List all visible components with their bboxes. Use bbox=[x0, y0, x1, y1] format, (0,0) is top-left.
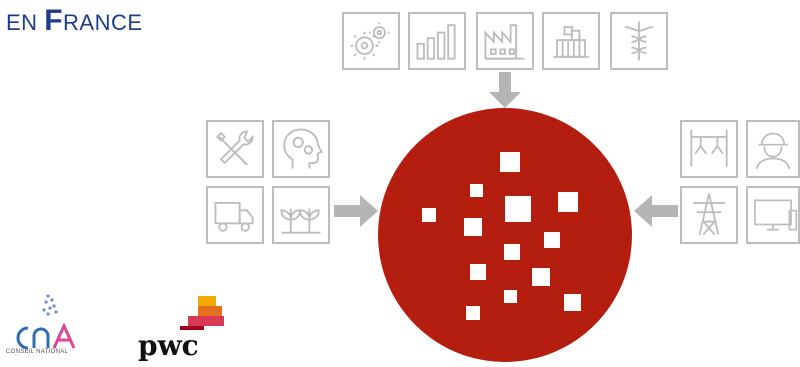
bar-chart-icon bbox=[408, 12, 466, 70]
cna-logo-text: CONSEIL NATIONAL bbox=[6, 349, 69, 355]
central-circle bbox=[378, 108, 632, 362]
square-mark bbox=[470, 184, 483, 197]
truck-icon bbox=[206, 186, 264, 244]
title-rest: RANCE bbox=[63, 10, 143, 35]
page-title: EN FRANCE bbox=[6, 4, 143, 38]
square-mark bbox=[532, 268, 550, 286]
square-mark bbox=[504, 244, 520, 260]
factory-icon bbox=[476, 12, 534, 70]
plants-icon bbox=[272, 186, 330, 244]
square-mark bbox=[505, 196, 531, 222]
pwc-logo-mark bbox=[180, 296, 224, 330]
pwc-logo-text: pwc bbox=[138, 329, 199, 362]
title-cap: F bbox=[44, 4, 64, 37]
square-mark bbox=[464, 218, 482, 236]
square-mark bbox=[500, 152, 520, 172]
pylon-icon bbox=[680, 186, 738, 244]
gears-icon bbox=[342, 12, 400, 70]
tools-icon bbox=[206, 120, 264, 178]
square-mark bbox=[422, 208, 436, 222]
computer-icon bbox=[746, 186, 800, 244]
worker-icon bbox=[746, 120, 800, 178]
square-mark bbox=[564, 294, 581, 311]
power-network-icon bbox=[680, 120, 738, 178]
right-arrow-icon bbox=[334, 195, 378, 227]
square-mark bbox=[558, 192, 578, 212]
city-buildings-icon bbox=[542, 12, 600, 70]
square-mark bbox=[544, 232, 560, 248]
head-gears-icon bbox=[272, 120, 330, 178]
title-prefix: EN bbox=[6, 10, 45, 35]
left-arrow-icon bbox=[634, 195, 678, 227]
down-arrow-icon bbox=[489, 72, 521, 108]
caduceus-icon bbox=[610, 12, 668, 70]
cna-logo bbox=[16, 294, 76, 350]
square-mark bbox=[466, 306, 480, 320]
square-mark bbox=[470, 264, 486, 280]
square-mark bbox=[504, 290, 517, 303]
